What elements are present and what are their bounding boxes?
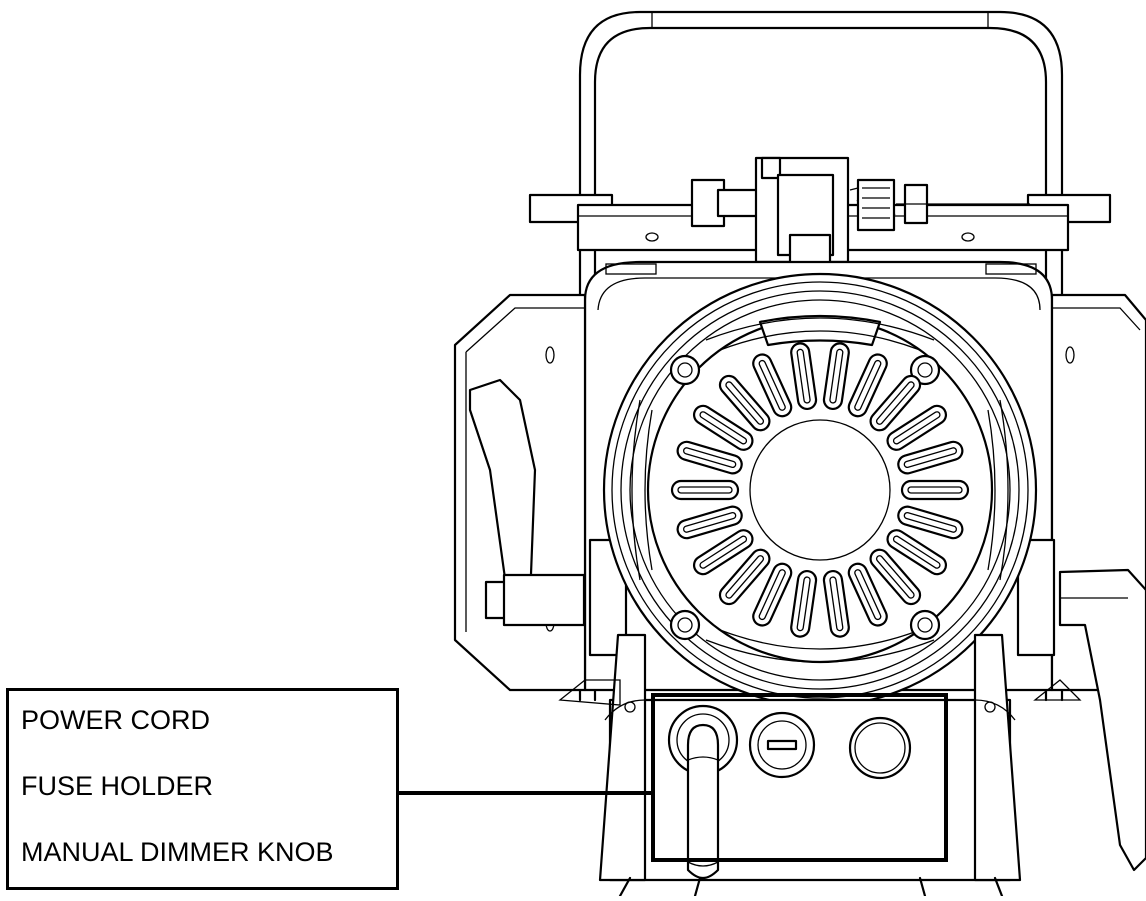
label-power-cord: POWER CORD: [21, 705, 210, 735]
vent-slot-inner: [796, 348, 811, 404]
vent-slot-inner: [875, 555, 915, 599]
vent-slot: [822, 342, 850, 411]
vent-slot: [752, 353, 793, 418]
dimmer-knob: [848, 716, 912, 780]
vent-slot-inner: [677, 486, 733, 494]
vent-slot-inner: [682, 447, 737, 469]
right-lever-handle: [1058, 568, 1146, 872]
plate-screws: [669, 354, 941, 641]
vent-slot: [886, 529, 948, 576]
vent-slot: [847, 562, 888, 627]
callout-highlight: [651, 693, 948, 862]
vent-slot: [752, 562, 793, 627]
vent-slot-inner: [725, 381, 765, 425]
vent-slot: [900, 479, 970, 501]
vent-slot: [790, 569, 818, 638]
vent-slot-inner: [699, 411, 748, 445]
vent-slot-inner: [907, 486, 963, 494]
yoke-bracket: [578, 10, 1064, 702]
vent-slot: [670, 479, 740, 501]
fuse-holder: [748, 711, 816, 779]
vent-slot: [869, 374, 922, 432]
vent-slot: [692, 529, 754, 576]
power-cord: [667, 704, 739, 880]
vent-slot-inner: [699, 535, 748, 569]
vent-slot: [847, 353, 888, 418]
ventilation-slots: [670, 342, 970, 638]
label-manual-dimmer-knob: MANUAL DIMMER KNOB: [21, 837, 334, 867]
callout-label-box: POWER CORD FUSE HOLDER MANUAL DIMMER KNO…: [6, 688, 399, 890]
vent-slot-inner: [903, 447, 958, 469]
vent-slot-inner: [903, 511, 958, 533]
vent-slot-inner: [854, 569, 882, 621]
vent-slot: [822, 569, 850, 638]
vent-slot-inner: [892, 535, 941, 569]
vent-slot-inner: [854, 359, 882, 411]
vent-slot-inner: [829, 576, 844, 632]
vent-slot-inner: [758, 359, 786, 411]
vent-slot-inner: [725, 555, 765, 599]
vent-slot-inner: [875, 381, 915, 425]
connector-panel: [608, 698, 1012, 882]
label-fuse-holder: FUSE HOLDER: [21, 771, 214, 801]
vent-slot-inner: [796, 576, 811, 632]
vent-slot: [869, 548, 922, 606]
vent-slot: [790, 342, 818, 411]
vent-slot-inner: [682, 511, 737, 533]
vent-slot: [692, 404, 754, 451]
vent-slot-inner: [829, 348, 844, 404]
vent-slot: [886, 404, 948, 451]
vent-slot-inner: [758, 569, 786, 621]
vent-slot-inner: [892, 411, 941, 445]
vent-slot: [718, 548, 771, 606]
vent-slot: [718, 374, 771, 432]
